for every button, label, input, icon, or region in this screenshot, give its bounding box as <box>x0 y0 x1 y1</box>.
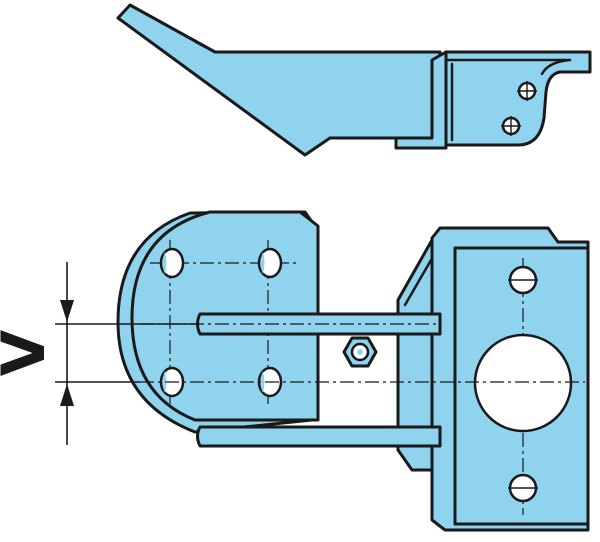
dimension-arrow-top <box>60 300 74 322</box>
lower-bar <box>196 425 442 448</box>
top-view-arm-lower-edge <box>303 136 332 157</box>
dimension-arrow-bottom <box>60 384 74 406</box>
block-hole-center <box>473 333 573 433</box>
top-view-angled-arm <box>116 3 442 157</box>
dimension-v: V <box>0 262 200 445</box>
block-hole-top <box>508 265 538 295</box>
bottom-view-assembly <box>116 210 590 532</box>
top-view-flange-inner-edge <box>444 58 572 76</box>
hex-nut <box>342 336 378 368</box>
block-hole-bottom <box>508 473 538 503</box>
top-view-hole-lower <box>501 116 521 136</box>
top-view-flange <box>444 50 592 147</box>
top-view-hole-upper <box>517 81 537 101</box>
plate-hole-top-left <box>159 247 185 279</box>
top-view-bracket <box>116 3 592 157</box>
dimension-label: V <box>0 329 59 376</box>
plate-hole-top-right <box>257 247 283 279</box>
top-view-arm-edge <box>194 40 217 54</box>
